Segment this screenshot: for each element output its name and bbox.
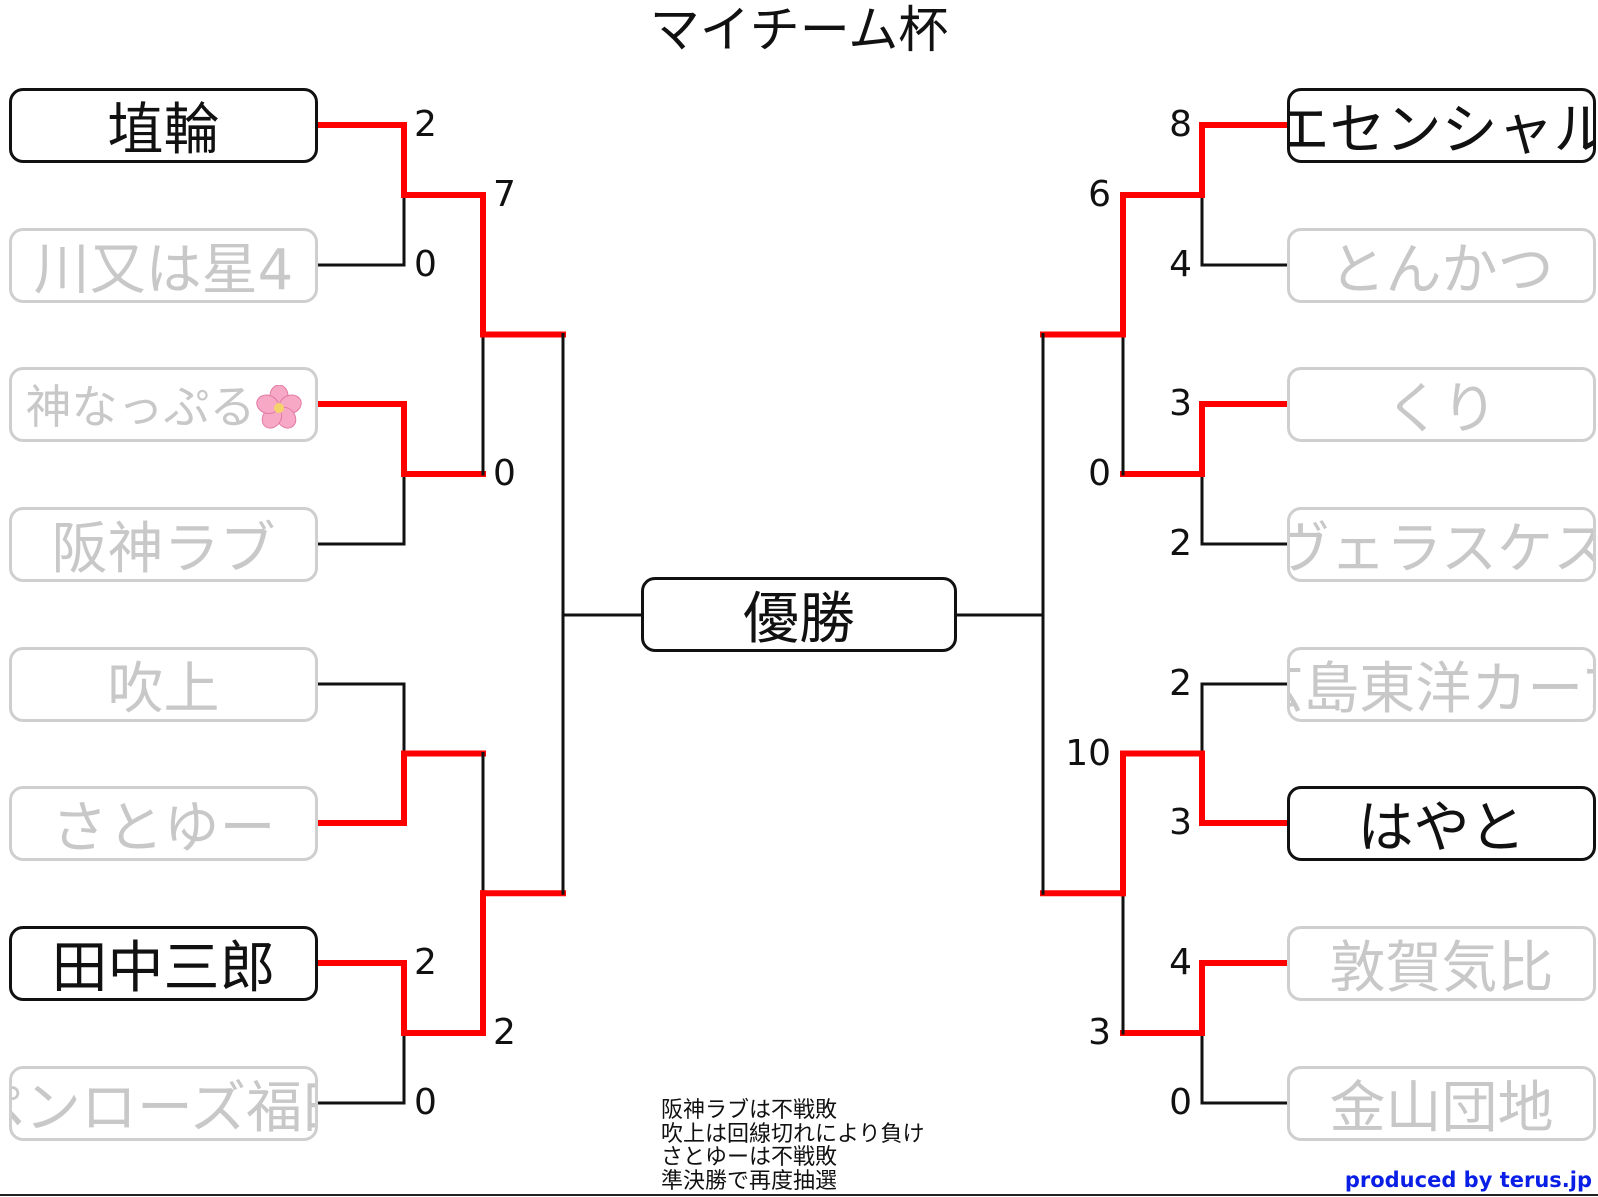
icon-wrap — [255, 377, 302, 431]
team-box: 広島東洋カープ — [1287, 646, 1596, 722]
score-label: 0 — [414, 244, 437, 285]
team-name: ペンローズ福田 — [12, 1075, 315, 1141]
team-name: 敦賀気比 — [1329, 935, 1554, 1001]
score-label: 3 — [1169, 383, 1192, 424]
note-line: 吹上は回線切れにより負け — [661, 1121, 925, 1147]
team-box: エセンシャル — [1287, 87, 1596, 163]
team-name: 川又は星4 — [33, 237, 294, 303]
score-label: 2 — [1169, 663, 1192, 704]
score-label: 3 — [1088, 1012, 1111, 1053]
champion-box: 優勝 — [641, 577, 957, 652]
score-label: 2 — [1169, 523, 1192, 564]
team-box: さとゆー — [9, 785, 318, 861]
team-box: 埴輪 — [9, 87, 318, 163]
score-label: 10 — [1065, 732, 1111, 774]
team-name: 吹上 — [107, 656, 220, 722]
team-box: 神なっぷる — [9, 366, 318, 442]
team-name: 埴輪 — [107, 97, 220, 163]
team-name: くり — [1385, 376, 1498, 442]
credit-text: produced by terus.jp — [1344, 1168, 1592, 1192]
team-box: 川又は星4 — [9, 227, 318, 303]
team-box: とんかつ — [1287, 227, 1596, 303]
score-label: 8 — [1169, 104, 1192, 145]
score-label: 0 — [414, 1082, 437, 1123]
score-label: 0 — [493, 453, 516, 494]
score-label: 3 — [1169, 802, 1192, 843]
team-name: 田中三郎 — [51, 935, 276, 1001]
note-line: さとゆーは不戦敗 — [661, 1145, 838, 1170]
team-box: ペンローズ福田 — [9, 1065, 318, 1141]
team-name: はやと — [1357, 795, 1526, 861]
note-line: 準決勝で再度抽選 — [661, 1168, 838, 1194]
champion-label: 優勝 — [743, 587, 855, 652]
note-line: 阪神ラブは不戦敗 — [661, 1098, 838, 1123]
team-box: はやと — [1287, 785, 1596, 861]
team-box: 田中三郎 — [9, 925, 318, 1001]
team-name: とんかつ — [1329, 237, 1554, 303]
score-label: 7 — [493, 174, 516, 215]
team-box: 金山団地 — [1287, 1065, 1596, 1141]
team-name: 神なっぷる — [25, 380, 256, 434]
cherry-blossom-icon — [255, 384, 302, 429]
score-label: 0 — [1088, 453, 1111, 494]
team-name: 広島東洋カープ — [1290, 656, 1593, 722]
score-label: 4 — [1169, 942, 1192, 983]
score-label: 2 — [414, 104, 437, 145]
notes: 阪神ラブは不戦敗 吹上は回線切れにより負け さとゆーは不戦敗 準決勝で再度抽選 — [661, 1099, 925, 1193]
bottom-rule — [0, 1194, 1598, 1196]
team-name: ヴェラスケス — [1287, 516, 1596, 582]
team-box: ヴェラスケス — [1287, 506, 1596, 582]
team-name: 阪神ラブ — [51, 516, 276, 582]
team-name: エセンシャル — [1287, 97, 1596, 163]
team-box: 敦賀気比 — [1287, 925, 1596, 1001]
score-label: 2 — [414, 942, 437, 983]
score-label: 0 — [1169, 1082, 1192, 1123]
team-name: 金山団地 — [1329, 1075, 1554, 1141]
score-label: 6 — [1088, 174, 1111, 215]
score-label: 2 — [493, 1012, 516, 1053]
team-name: さとゆー — [51, 795, 276, 861]
team-box: くり — [1287, 366, 1596, 442]
team-box: 阪神ラブ — [9, 506, 318, 582]
tournament-title: マイチーム杯 — [649, 1, 949, 59]
score-label: 4 — [1169, 244, 1192, 285]
team-box: 吹上 — [9, 646, 318, 722]
